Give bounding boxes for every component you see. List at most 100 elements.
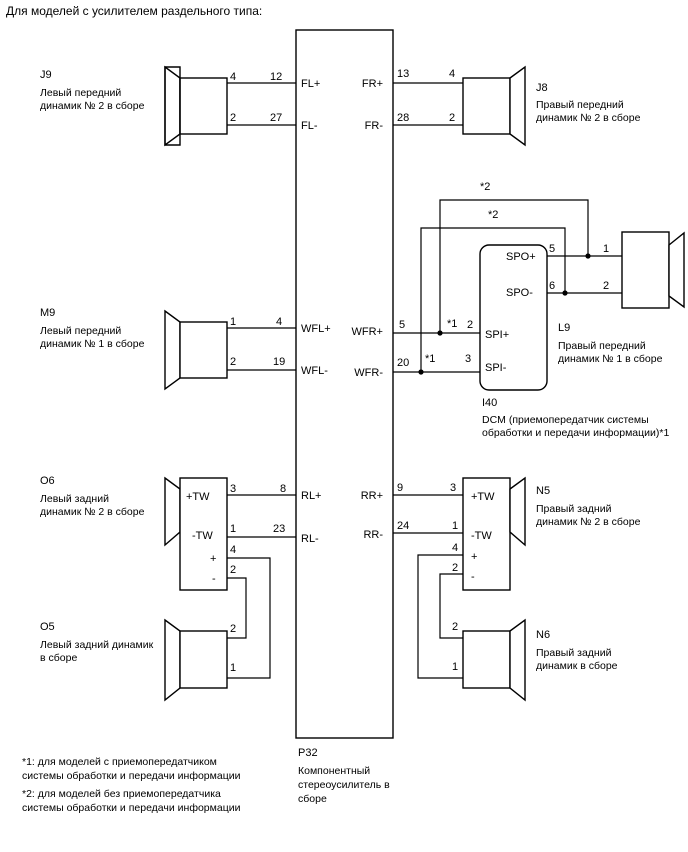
speaker-n6-code: N6 [536, 629, 550, 641]
terminal-label: -TW [192, 530, 213, 542]
speaker-m9-name-2: динамик № 1 в сборе [40, 338, 145, 350]
pin: 9 [397, 482, 403, 494]
pin: 4 [276, 316, 282, 328]
mark-star1: *1 [447, 318, 457, 330]
dcm-box [479, 244, 548, 391]
amp-terminal-rr-plus: RR+ [361, 490, 383, 502]
pin: 27 [270, 112, 282, 124]
speaker-n5-name-2: динамик № 2 в сборе [536, 516, 641, 528]
speaker-icon [509, 618, 526, 702]
terminal-label: - [471, 571, 475, 583]
pin: 5 [549, 243, 555, 255]
pin: 5 [399, 319, 405, 331]
speaker-n6-name-1: Правый задний [536, 647, 612, 659]
pin: 3 [465, 353, 471, 365]
speaker-icon [164, 66, 181, 146]
terminal-label: - [212, 573, 216, 585]
speaker-n5-code: N5 [536, 485, 550, 497]
speaker-o5 [164, 618, 228, 702]
amp-terminal-wfr-minus: WFR- [354, 367, 383, 379]
pin: 28 [397, 112, 409, 124]
pin: 6 [549, 280, 555, 292]
pin: 2 [230, 623, 236, 635]
pin: 1 [230, 316, 236, 328]
speaker-l9 [621, 231, 685, 309]
speaker-m9-code: M9 [40, 307, 55, 319]
terminal-label: -TW [471, 530, 492, 542]
amplifier-name-line2: стереоусилитель в [298, 779, 390, 791]
speaker-j8-code: J8 [536, 82, 548, 94]
speaker-icon [164, 309, 181, 391]
terminal-label: +TW [186, 491, 210, 503]
speaker-j8 [462, 65, 526, 147]
speaker-j9-name-1: Левый передний [40, 87, 121, 99]
header-text: Для моделей с усилителем раздельного тип… [6, 4, 262, 18]
speaker-l9-name-1: Правый передний [558, 340, 646, 352]
speaker-icon [509, 65, 526, 147]
pin: 1 [230, 523, 236, 535]
speaker-o5-name-2: в сборе [40, 652, 77, 664]
mark-star1: *1 [425, 353, 435, 365]
pin: 23 [273, 523, 285, 535]
amp-terminal-fl-plus: FL+ [301, 78, 320, 90]
pin: 20 [397, 357, 409, 369]
amp-terminal-rl-plus: RL+ [301, 490, 322, 502]
speaker-o6-name-2: динамик № 2 в сборе [40, 506, 145, 518]
terminal-label: +TW [471, 491, 495, 503]
speaker-j9-code: J9 [40, 69, 52, 81]
pin: 1 [603, 243, 609, 255]
speaker-icon [164, 476, 181, 547]
pin: 4 [230, 544, 236, 556]
amplifier-code: P32 [298, 747, 318, 759]
pin: 2 [603, 280, 609, 292]
speaker-o6 [164, 476, 228, 591]
pin: 12 [270, 71, 282, 83]
amplifier-name-line3: сборе [298, 793, 327, 805]
amp-terminal-wfl-minus: WFL- [301, 365, 328, 377]
pin: 2 [230, 112, 236, 124]
terminal-label: + [210, 553, 216, 565]
pin: 1 [452, 661, 458, 673]
speaker-n5 [462, 476, 526, 591]
speaker-m9 [164, 309, 228, 391]
pin: 4 [230, 71, 236, 83]
amp-terminal-wfl-plus: WFL+ [301, 323, 331, 335]
amp-terminal-rl-minus: RL- [301, 533, 319, 545]
speaker-j9 [164, 65, 228, 147]
pin: 2 [452, 562, 458, 574]
pin: 19 [273, 356, 285, 368]
dcm-terminal-spi-plus: SPI+ [485, 329, 509, 341]
speaker-o5-name-1: Левый задний динамик [40, 639, 154, 651]
speaker-o6-code: O6 [40, 475, 55, 487]
speaker-j9-name-2: динамик № 2 в сборе [40, 100, 145, 112]
pin: 4 [449, 68, 455, 80]
speaker-o5-code: O5 [40, 621, 55, 633]
speaker-n5-name-1: Правый задний [536, 503, 612, 515]
speaker-n6-name-2: динамик в сборе [536, 660, 618, 672]
amplifier-name-line1: Компонентный [298, 765, 370, 777]
footnote-1-line2: системы обработки и передачи информации [22, 770, 241, 782]
amplifier-terminals-left: FL+ FL- WFL+ WFL- RL+ RL- [301, 78, 331, 545]
pin: 3 [230, 483, 236, 495]
speaker-l9-code: L9 [558, 322, 570, 334]
speaker-o6-name-1: Левый задний [40, 493, 109, 505]
pin: 1 [452, 520, 458, 532]
pin: 1 [230, 662, 236, 674]
amp-terminal-wfr-plus: WFR+ [352, 326, 383, 338]
pin: 3 [450, 482, 456, 494]
speaker-l9-name-2: динамик № 1 в сборе [558, 353, 663, 365]
footnote-1-line1: *1: для моделей с приемопередатчиком [22, 756, 217, 768]
pin: 2 [449, 112, 455, 124]
speaker-icon [164, 618, 181, 702]
pin: 2 [230, 564, 236, 576]
pin: 24 [397, 520, 409, 532]
amp-terminal-fr-minus: FR- [365, 120, 384, 132]
dcm-name-2: обработки и передачи информации)*1 [482, 427, 669, 439]
speaker-magnet [179, 77, 228, 135]
pin: 4 [452, 542, 458, 554]
pin: 2 [452, 621, 458, 633]
amplifier-box [295, 29, 394, 739]
dcm-terminal-spo-minus: SPO- [506, 287, 533, 299]
amplifier-terminals-right: FR+ FR- WFR+ WFR- RR+ RR- [352, 78, 384, 541]
